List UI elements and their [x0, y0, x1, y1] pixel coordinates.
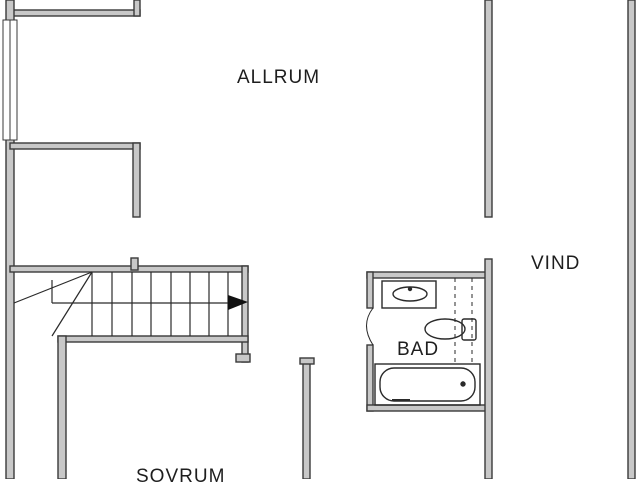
wall-bath-left-upper: [366, 271, 374, 309]
room-label-bad: BAD: [397, 339, 440, 360]
walls: [5, 0, 636, 479]
wall-bath-left-lower: [366, 344, 374, 412]
wall-bath-bottom: [366, 404, 492, 412]
wall-bath-right: [484, 258, 493, 479]
room-label-allrum: ALLRUM: [237, 67, 321, 88]
wall-door-stop: [299, 357, 315, 365]
left-window: [2, 19, 18, 141]
room-label-vind: VIND: [531, 253, 581, 274]
toilet-icon: [424, 318, 477, 341]
room-label-sovrum: SOVRUM: [136, 466, 226, 487]
bath-door-swing: [366, 307, 374, 346]
wall-left-exterior: [5, 0, 15, 479]
wall-stair-corner: [235, 353, 251, 363]
wall-stair-top: [9, 265, 249, 273]
wall-right-exterior: [627, 0, 636, 479]
wall-top-closet-bottom: [9, 9, 141, 17]
sink-icon: [381, 280, 437, 309]
wall-stair-stub: [130, 257, 139, 271]
bath-dashed-lines: [454, 278, 473, 364]
wall-sovrum-left: [57, 335, 67, 479]
wall-allrum-right: [484, 0, 493, 218]
stair-direction-arrow-icon: [228, 295, 248, 310]
bathtub-icon: [374, 363, 481, 406]
wall-bath-top: [366, 271, 492, 279]
wall-stair-bottom: [57, 335, 249, 343]
wall-top-closet-right: [133, 0, 141, 17]
wall-sovrum-right: [302, 359, 311, 479]
wall-stair-right: [241, 265, 249, 363]
wall-closet-right: [132, 142, 141, 218]
staircase: [13, 271, 242, 337]
wall-closet-top: [9, 142, 141, 150]
